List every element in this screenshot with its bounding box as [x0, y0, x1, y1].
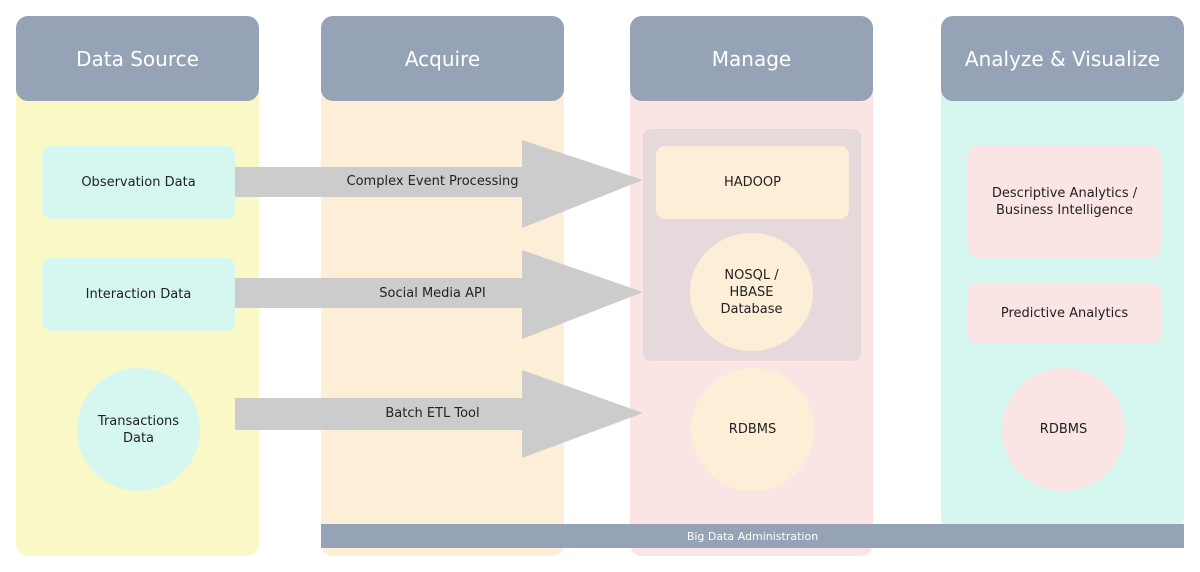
- complex-event-processing-label: Complex Event Processing: [346, 173, 519, 189]
- big-data-administration-bar: Big Data Administration: [321, 524, 1184, 548]
- descriptive-analytics-box: Descriptive Analytics / Business Intelli…: [968, 146, 1161, 257]
- batch-etl-tool-label: Batch ETL Tool: [385, 405, 480, 421]
- batch-etl-arrow: [235, 370, 643, 458]
- data-source-header: Data Source: [16, 16, 259, 101]
- social-media-api-label: Social Media API: [379, 285, 486, 301]
- interaction-data-box: Interaction Data: [42, 258, 235, 331]
- hadoop-box: HADOOP: [656, 146, 849, 219]
- analyze-rdbms-circle: RDBMS: [1002, 368, 1125, 491]
- transactions-data-circle: Transactions Data: [77, 368, 200, 491]
- observation-data-box: Observation Data: [42, 146, 235, 219]
- nosql-hbase-circle: NOSQL / HBASE Database: [690, 233, 813, 351]
- complex-event-arrow: [235, 140, 643, 228]
- acquire-header: Acquire: [321, 16, 564, 101]
- predictive-analytics-box: Predictive Analytics: [968, 283, 1161, 344]
- analyze-visualize-header: Analyze & Visualize: [941, 16, 1184, 101]
- social-media-arrow: [235, 250, 643, 339]
- manage-rdbms-circle: RDBMS: [691, 368, 814, 491]
- manage-header: Manage: [630, 16, 873, 101]
